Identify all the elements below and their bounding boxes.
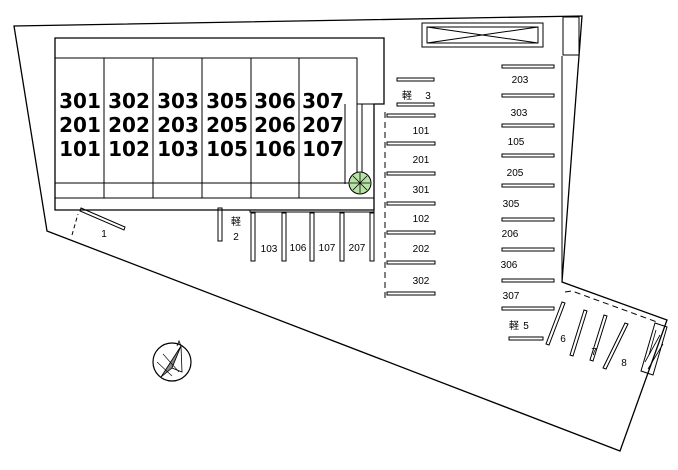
- spot-label: 107: [319, 243, 336, 254]
- spot-label: 7: [591, 347, 597, 358]
- unit-column-4: 305 205 105: [206, 89, 248, 161]
- apartment-building: [54, 37, 385, 213]
- kei-label: 軽: [231, 216, 241, 228]
- unit-number: 205: [206, 113, 248, 137]
- parking-spot-kei-2: 軽 2: [217, 207, 241, 243]
- north-arrow-icon: [152, 339, 192, 382]
- spot-label: 201: [413, 155, 430, 166]
- spot-label: 303: [511, 108, 528, 119]
- spot-label: 306: [501, 260, 518, 271]
- unit-number: 203: [157, 113, 199, 137]
- spot-label: 203: [512, 75, 529, 86]
- spot-label: 301: [413, 185, 430, 196]
- unit-number: 201: [59, 113, 101, 137]
- tree-icon: [348, 171, 372, 195]
- unit-number: 301: [59, 89, 101, 113]
- spot-label: 106: [290, 243, 307, 254]
- spot-label: 305: [503, 199, 520, 210]
- unit-number: 307: [302, 89, 344, 113]
- unit-number: 103: [157, 137, 199, 161]
- gate-post: [562, 16, 580, 56]
- parking-spot-1: 1: [71, 207, 126, 240]
- unit-number: 102: [108, 137, 150, 161]
- spot-label: 206: [502, 229, 519, 240]
- parking-column-middle: 101 201 301 102 202 302: [384, 112, 436, 298]
- spot-label: 202: [413, 244, 430, 255]
- kei-label: 軽: [509, 320, 519, 332]
- unit-column-2: 302 202 102: [108, 89, 150, 161]
- unit-number: 202: [108, 113, 150, 137]
- unit-number: 306: [254, 89, 296, 113]
- spot-label: 102: [413, 214, 430, 225]
- unit-number: 107: [302, 137, 344, 161]
- kei-label: 軽: [402, 90, 412, 102]
- unit-column-3: 303 203 103: [157, 89, 199, 161]
- unit-number: 206: [254, 113, 296, 137]
- unit-number: 207: [302, 113, 344, 137]
- spot-label: 2: [233, 232, 239, 243]
- spot-label: 8: [621, 358, 627, 369]
- parking-spot-kei-5: 軽 5: [508, 320, 544, 341]
- parking-corner-area: 6 7 8: [545, 290, 658, 370]
- unit-number: 305: [206, 89, 248, 113]
- unit-number: 302: [108, 89, 150, 113]
- storage-shed-icon: [640, 322, 668, 376]
- spot-label: 207: [349, 243, 366, 254]
- unit-number: 106: [254, 137, 296, 161]
- unit-column-1: 301 201 101: [59, 89, 101, 161]
- parking-spot-kei-3: 軽 3: [396, 77, 435, 107]
- spot-label: 6: [560, 334, 566, 345]
- unit-column-6: 307 207 107: [302, 89, 344, 161]
- spot-label: 1: [101, 229, 107, 240]
- spot-label: 205: [507, 168, 524, 179]
- unit-number: 105: [206, 137, 248, 161]
- storage-box-icon: [421, 22, 544, 48]
- spot-label: 5: [523, 321, 529, 332]
- unit-column-5: 306 206 106: [254, 89, 296, 161]
- spot-label: 101: [413, 126, 430, 137]
- parking-column-right: 203 303 105 205 305 206 306 307: [501, 64, 555, 311]
- parking-row-bottom: 103 106 107 207: [250, 212, 375, 262]
- spot-label: 103: [261, 244, 278, 255]
- unit-number: 303: [157, 89, 199, 113]
- unit-number: 101: [59, 137, 101, 161]
- spot-label: 307: [503, 291, 520, 302]
- spot-label: 105: [508, 137, 525, 148]
- spot-label: 302: [413, 276, 430, 287]
- spot-label: 3: [425, 91, 431, 102]
